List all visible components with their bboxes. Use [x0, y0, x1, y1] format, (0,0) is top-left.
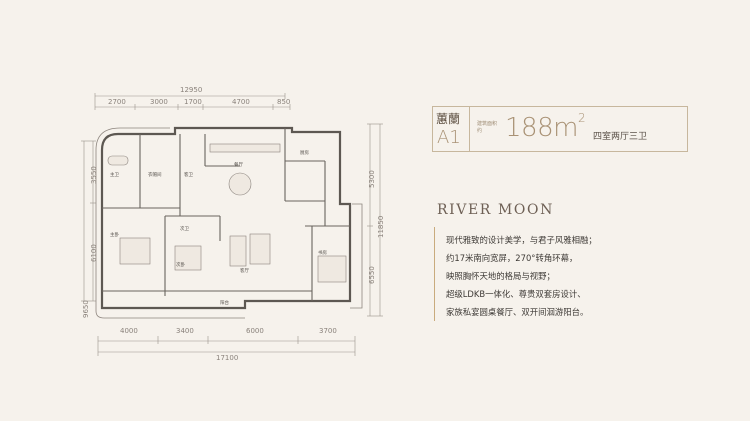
- description-divider: [434, 227, 435, 321]
- description-line: 超级LDKB一体化、尊贵双套房设计、: [446, 289, 586, 299]
- dim-top-4: 4700: [232, 98, 250, 106]
- dim-bottom-3: 6000: [246, 327, 264, 335]
- description: 现代雅致的设计美学，与君子风雅相融； 约17米南向宽屏，270°转角环幕， 映照…: [446, 231, 597, 321]
- room-label: 阳台: [220, 301, 229, 306]
- description-line: 映照胸怀天地的格局与视野；: [446, 271, 555, 281]
- area-number: 188: [505, 113, 554, 143]
- floor-plan-drawing: [81, 93, 383, 356]
- room-label: 书房: [318, 251, 327, 256]
- dim-top-3: 1700: [184, 98, 202, 106]
- dim-left-1: 3550: [90, 166, 98, 184]
- dim-bottom-1: 4000: [120, 327, 138, 335]
- room-label: 餐厅: [234, 163, 243, 168]
- dim-left-total: 9650: [82, 300, 90, 318]
- dim-top-total: 12950: [180, 86, 203, 94]
- floor-plan: 12950 2700 3000 1700 4700 850 4000 3400 …: [80, 86, 385, 376]
- room-label: 客厅: [240, 269, 249, 274]
- area-value: 188m2: [505, 111, 586, 143]
- dim-bottom-2: 3400: [176, 327, 194, 335]
- room-label: 客卫: [184, 173, 193, 178]
- room-label: 主卫: [110, 173, 119, 178]
- area-unit: m: [553, 113, 578, 143]
- dim-top-2: 3000: [150, 98, 168, 106]
- brand-name: RIVER MOON: [437, 202, 554, 218]
- dim-top-1: 2700: [108, 98, 126, 106]
- dim-right-1: 5300: [368, 170, 376, 188]
- description-line: 现代雅致的设计美学，与君子风雅相融；: [446, 235, 597, 245]
- dim-left-2: 6100: [90, 244, 98, 262]
- room-count: 四室两厅三卫: [593, 132, 648, 142]
- dim-bottom-4: 3700: [319, 327, 337, 335]
- room-label: 次卧: [176, 263, 185, 268]
- unit-name: 蕙蘭: [436, 112, 461, 126]
- unit-title-box: 蕙蘭 A1 建筑面积约 188m2 四室两厅三卫: [432, 106, 688, 152]
- dim-bottom-total: 17100: [216, 354, 239, 362]
- area-exponent: 2: [577, 111, 586, 126]
- dim-right-total: 11850: [377, 215, 385, 238]
- dim-top-5: 850: [277, 98, 291, 106]
- unit-name-cell: 蕙蘭 A1: [433, 107, 470, 151]
- dim-right-2: 6550: [368, 266, 376, 284]
- room-label: 厨房: [300, 151, 309, 156]
- unit-type: A1: [437, 127, 461, 148]
- description-line: 约17米南向宽屏，270°转角环幕，: [446, 253, 578, 263]
- room-label: 次卫: [180, 227, 189, 232]
- room-label: 衣帽间: [148, 173, 162, 178]
- description-line: 家族私宴圆桌餐厅、双开间洄游阳台。: [446, 307, 589, 317]
- area-label: 建筑面积约: [477, 121, 498, 134]
- room-label: 主卧: [110, 233, 119, 238]
